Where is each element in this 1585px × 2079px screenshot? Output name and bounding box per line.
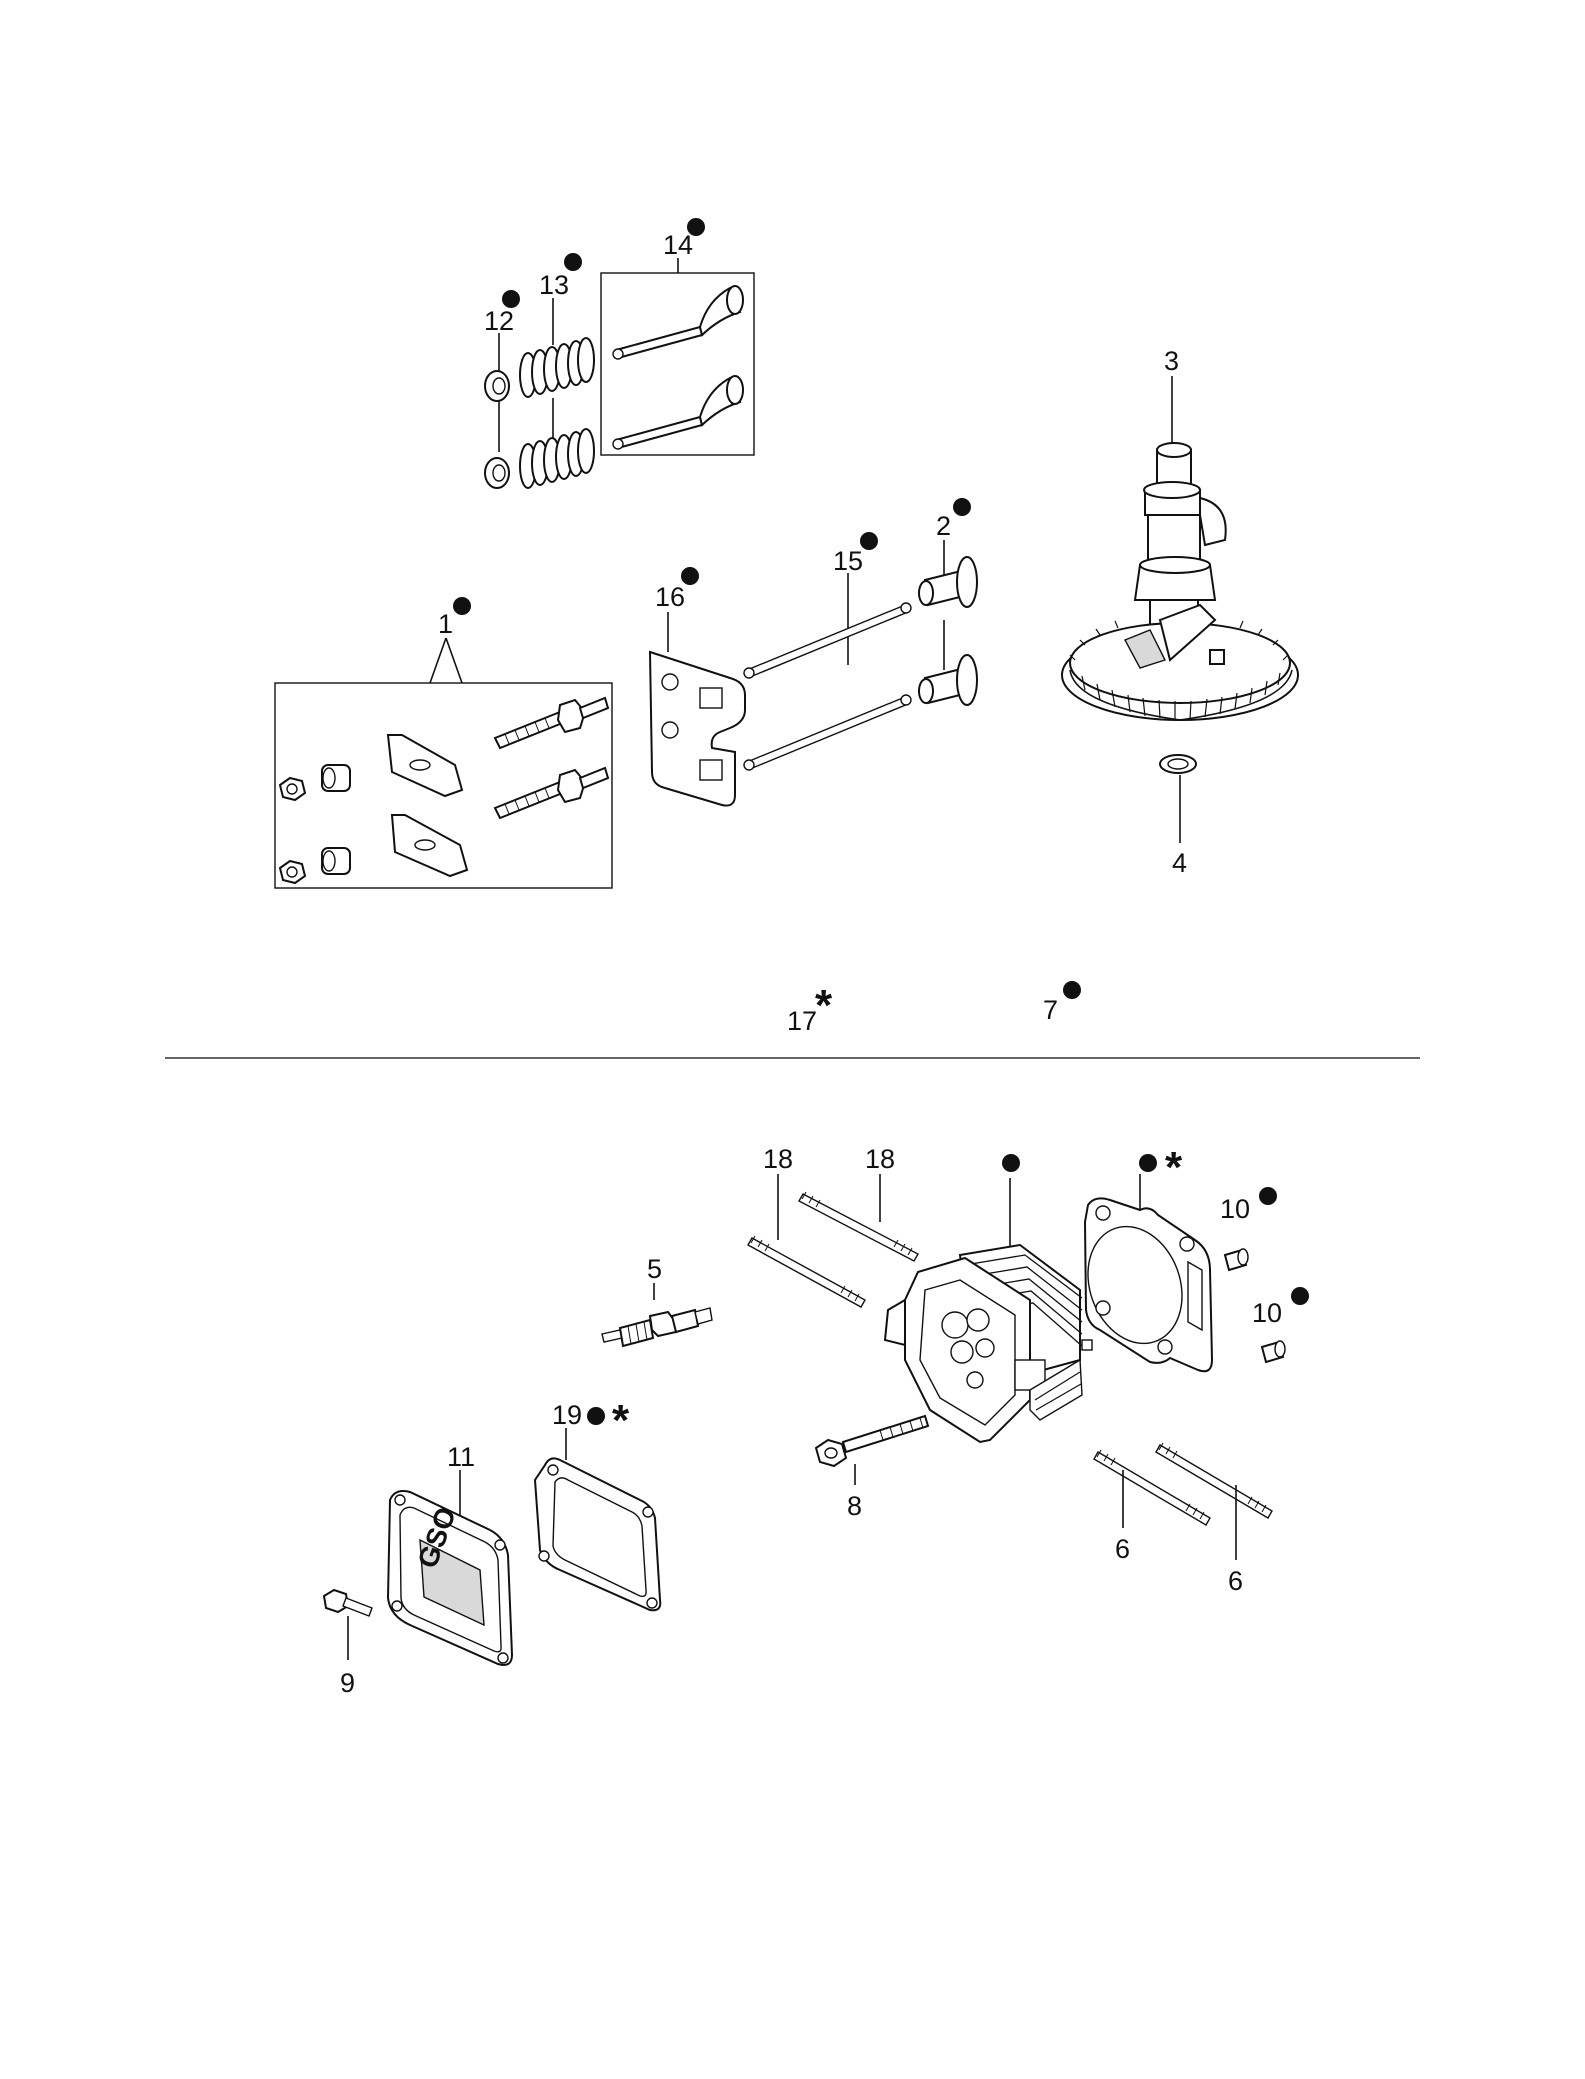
callout-gasket: *: [1139, 1143, 1183, 1192]
callout-7: 7: [1043, 981, 1081, 1025]
svg-text:4: 4: [1172, 848, 1187, 878]
valves-box: [600, 258, 755, 456]
callout-18b: 18: [865, 1144, 895, 1174]
rocker-arm-kit: [274, 637, 613, 889]
callout-4: 4: [1172, 848, 1187, 878]
callout-3: 3: [1164, 346, 1179, 376]
callout-6b: 6: [1228, 1566, 1243, 1596]
callout-13: 13: [539, 253, 582, 300]
svg-text:11: 11: [447, 1442, 475, 1472]
svg-text:9: 9: [340, 1668, 355, 1698]
callout-14: 14: [663, 218, 705, 260]
camshaft: [1061, 376, 1299, 721]
head-studs-18: [747, 1174, 919, 1308]
push-rods: [743, 573, 912, 771]
svg-text:19: 19: [552, 1400, 582, 1430]
callout-15: 15: [833, 532, 878, 576]
callout-19: 19 *: [552, 1396, 630, 1445]
callout-16: 16: [655, 567, 699, 612]
callout-5: 5: [647, 1254, 662, 1284]
callout-10a: 10: [1220, 1187, 1277, 1224]
spark-plug: [601, 1283, 713, 1348]
push-rod-guide-plate: [648, 612, 746, 807]
callout-11: 11: [447, 1442, 475, 1472]
svg-text:14: 14: [663, 230, 693, 260]
callout-6a: 6: [1115, 1534, 1130, 1564]
dowel-pins: [1223, 1248, 1286, 1364]
callout-12: 12: [484, 290, 520, 336]
svg-text:18: 18: [763, 1144, 793, 1174]
cover-gasket: [533, 1428, 662, 1612]
callout-2: 2: [936, 498, 971, 541]
svg-text:3: 3: [1164, 346, 1179, 376]
svg-text:*: *: [1165, 1143, 1183, 1192]
head-bolt: [814, 1414, 930, 1485]
valve-cover: GSO: [386, 1470, 514, 1666]
short-studs-6: [1093, 1442, 1273, 1560]
svg-text:12: 12: [484, 306, 514, 336]
callout-10b: 10: [1252, 1287, 1309, 1328]
svg-text:18: 18: [865, 1144, 895, 1174]
camshaft-washer: [1159, 754, 1197, 843]
svg-text:8: 8: [847, 1491, 862, 1521]
svg-text:16: 16: [655, 582, 685, 612]
callout-18a: 18: [763, 1144, 793, 1174]
tappets: [918, 540, 978, 706]
svg-text:15: 15: [833, 546, 863, 576]
cylinder-head: [883, 1178, 1093, 1444]
svg-text:*: *: [815, 981, 833, 1030]
svg-text:*: *: [612, 1396, 630, 1445]
svg-text:5: 5: [647, 1254, 662, 1284]
callout-1: 1: [438, 597, 471, 639]
svg-text:10: 10: [1220, 1194, 1250, 1224]
valve-springs: [519, 298, 595, 489]
svg-text:13: 13: [539, 270, 569, 300]
svg-text:17: 17: [787, 1006, 817, 1036]
callout-17: 17 *: [787, 981, 833, 1036]
valve-spring-retainers: [484, 333, 510, 489]
svg-text:7: 7: [1043, 995, 1058, 1025]
cover-bolt: [322, 1588, 373, 1660]
callout-9: 9: [340, 1668, 355, 1698]
svg-text:1: 1: [438, 609, 453, 639]
callout-head-dot: [1002, 1154, 1020, 1172]
svg-text:2: 2: [936, 511, 951, 541]
svg-text:10: 10: [1252, 1298, 1282, 1328]
callout-8: 8: [847, 1491, 862, 1521]
svg-text:6: 6: [1228, 1566, 1243, 1596]
head-gasket: [1083, 1174, 1214, 1373]
svg-text:6: 6: [1115, 1534, 1130, 1564]
